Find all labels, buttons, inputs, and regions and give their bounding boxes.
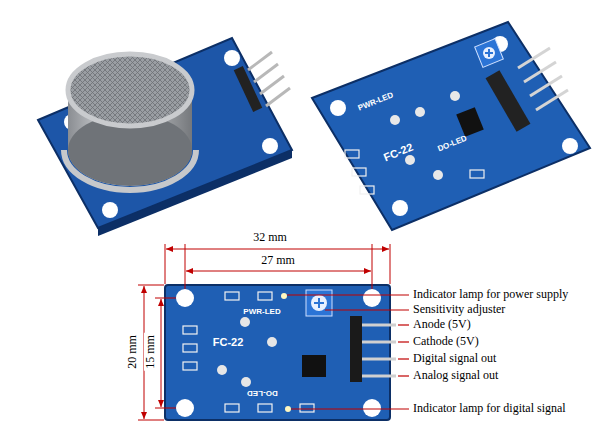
dimension-label: 32 mm [251,231,289,245]
callout-label: Sensitivity adjuster [413,303,505,317]
board-drawing [165,285,396,420]
dimension-label: 15 mm [144,333,158,371]
sensor-photo [38,38,292,236]
leader-lines [287,295,409,409]
callout-label: Indicator lamp for power supply [413,288,568,302]
board-marking: FC-22 [213,336,244,349]
pin-label: Anode (5V) [413,318,471,332]
board-marking: PWR-LED [243,307,280,316]
dimension-label: 20 mm [126,333,140,371]
callout-label: Indicator lamp for digital signal [413,402,566,416]
board-photo [312,22,590,230]
dimension-lines [138,244,390,420]
dimension-label: 27 mm [259,254,297,268]
pin-label: Digital signal out [413,352,496,366]
pin-label: Cathode (5V) [413,335,479,349]
pin-label: Analog signal out [413,369,498,383]
board-marking: DO-LED [247,389,278,398]
